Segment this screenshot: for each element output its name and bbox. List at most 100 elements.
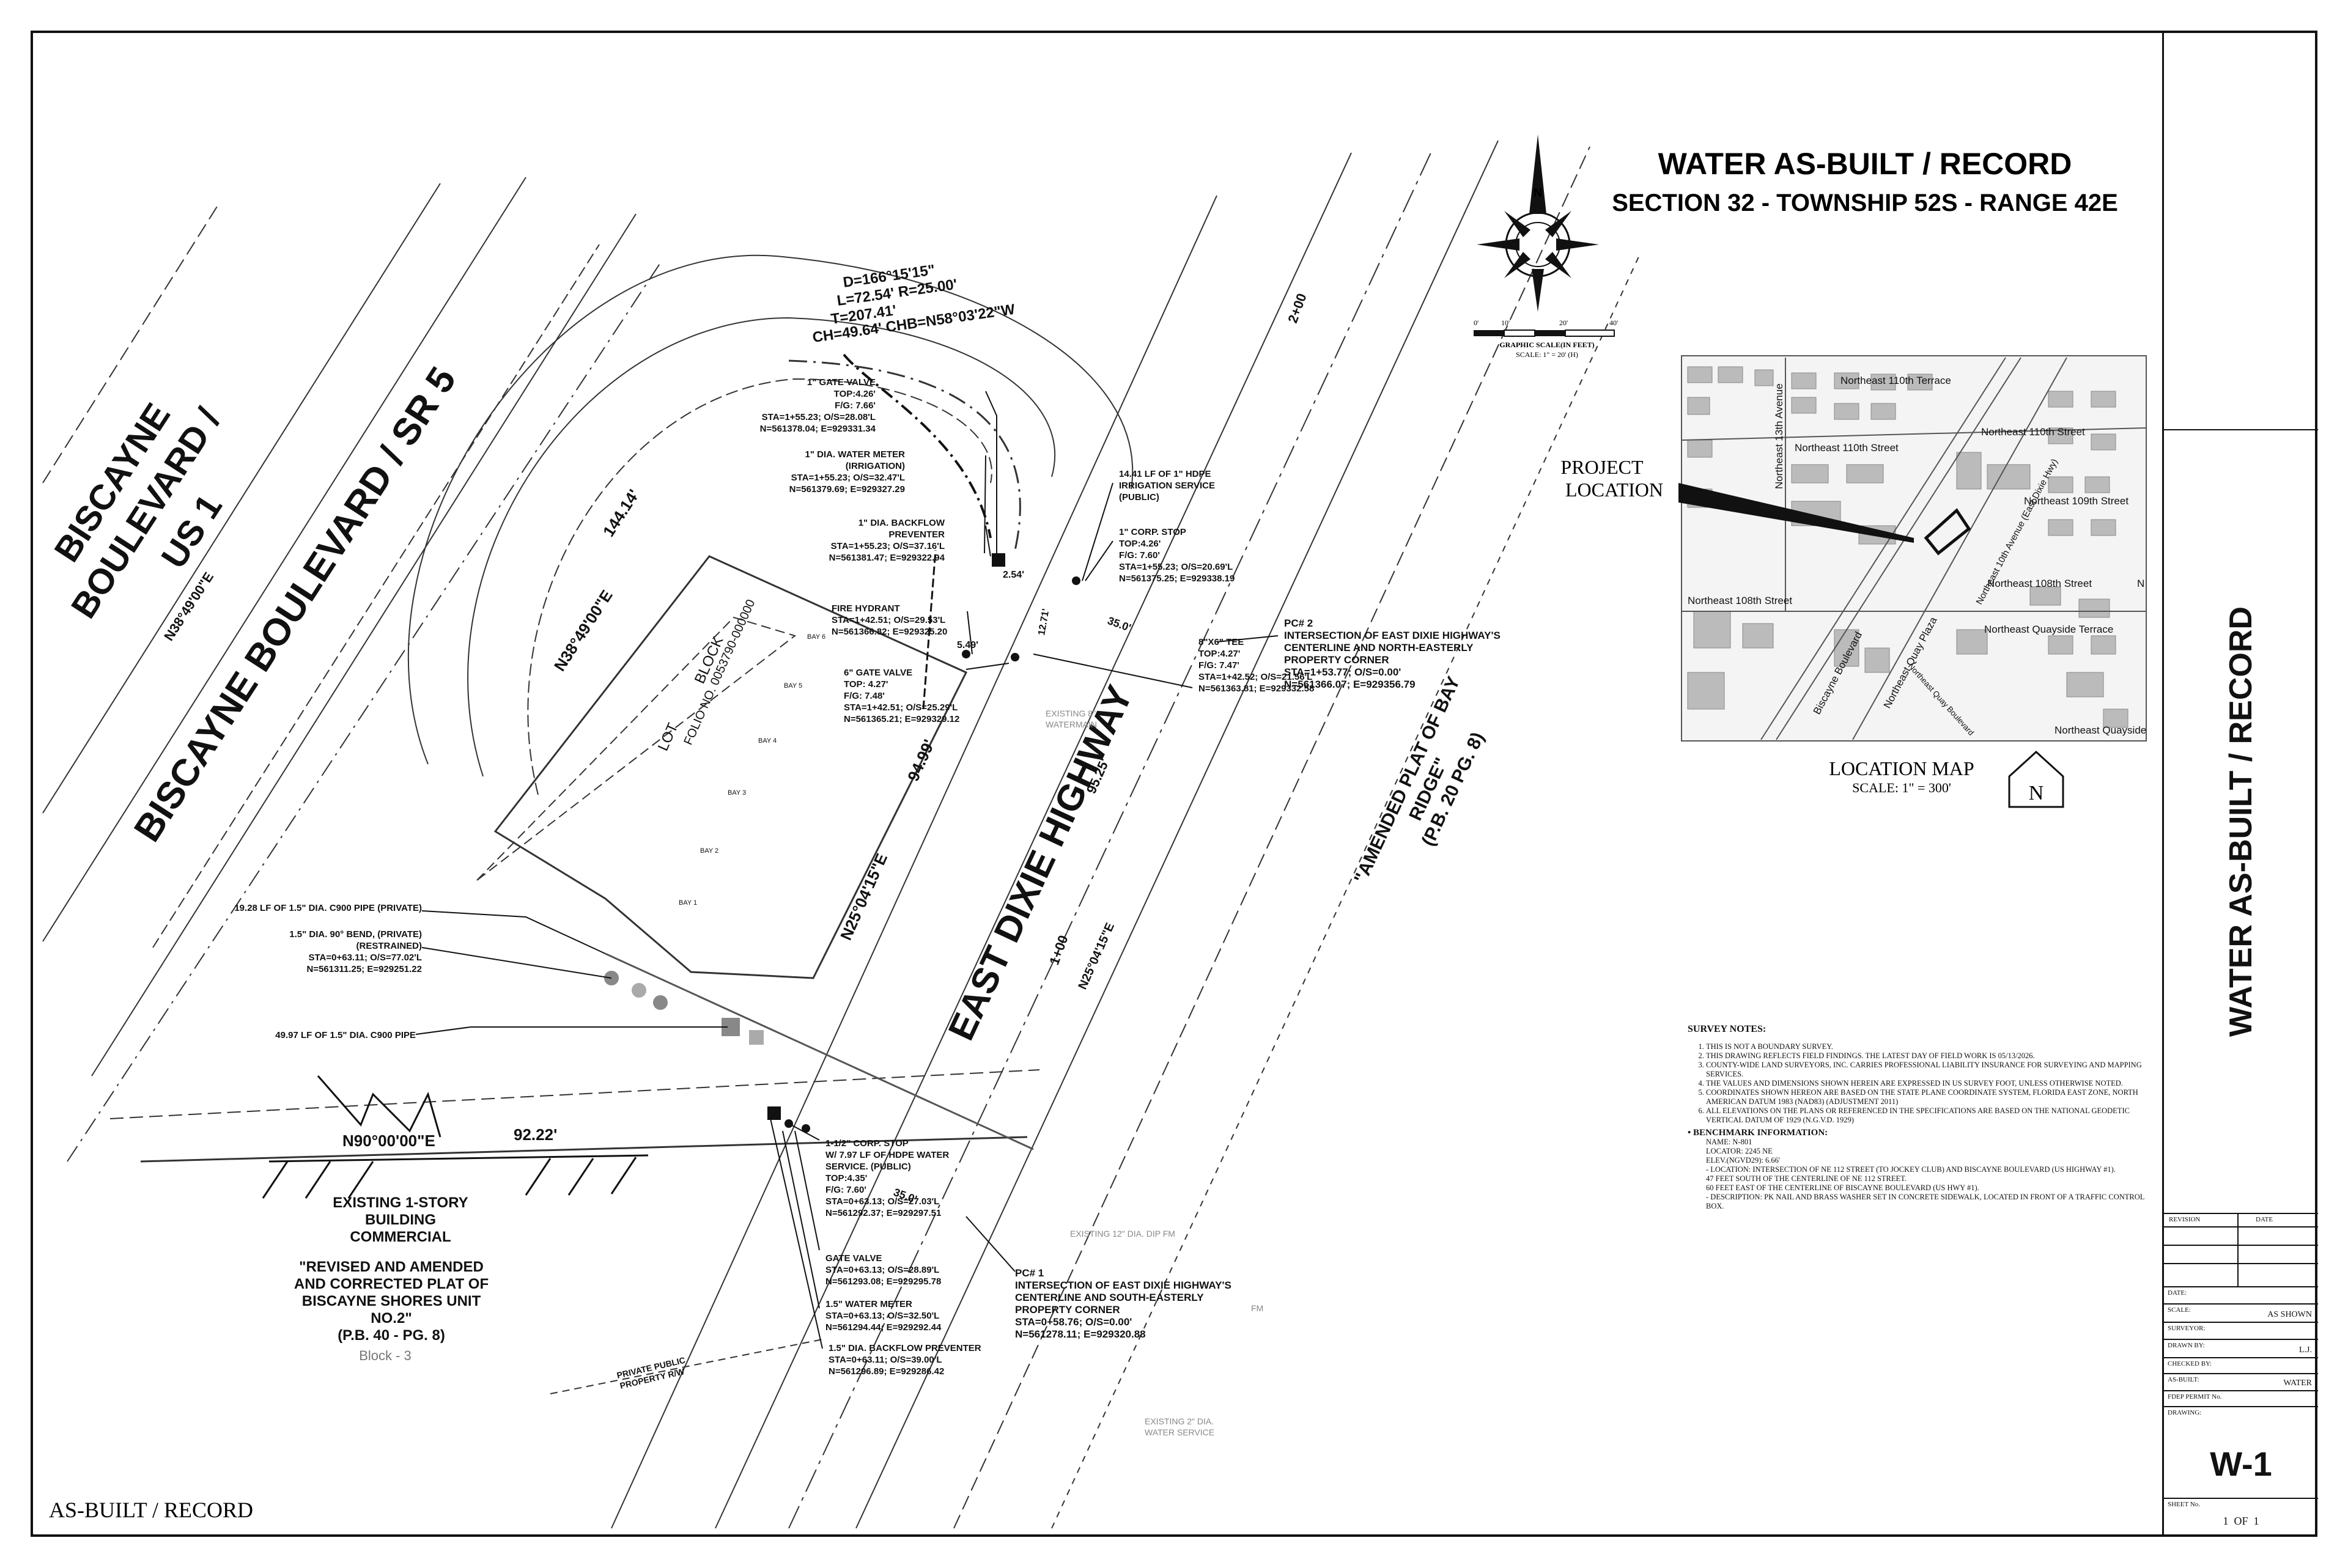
callout-line: STA=1+55.23; O/S=20.69'L bbox=[1119, 562, 1233, 572]
callout-line: 1.5" DIA. 90° BEND, (PRIVATE) bbox=[289, 929, 422, 940]
callout-line: TOP:4.35' bbox=[825, 1173, 867, 1183]
callout-line: STA=0+58.76; O/S=0.00' bbox=[1015, 1316, 1132, 1328]
callout-backflow15: 1.5" DIA. BACKFLOW PREVENTER STA=0+63.11;… bbox=[829, 1343, 981, 1377]
callout-line: STA=1+53.77; O/S=0.00' bbox=[1284, 666, 1401, 678]
dist-144: 144.14' bbox=[599, 486, 643, 540]
revision-header: REVISION DATE bbox=[2164, 1213, 2318, 1287]
callout-line: 14.41 LF OF 1" HDPE bbox=[1119, 469, 1211, 479]
svg-text:NO.2": NO.2" bbox=[371, 1310, 412, 1327]
station-2-00: 2+00 bbox=[1285, 292, 1309, 325]
note-item: COORDINATES SHOWN HEREON ARE BASED ON TH… bbox=[1706, 1088, 2152, 1106]
svg-text:40': 40' bbox=[1609, 318, 1618, 327]
callout-line: F/G: 7.60' bbox=[1119, 550, 1160, 561]
callout-line: N=561292.37; E=929297.51 bbox=[825, 1208, 941, 1218]
callout-line: PROPERTY CORNER bbox=[1015, 1304, 1120, 1316]
callout-line: (PUBLIC) bbox=[1119, 492, 1159, 502]
callout-line: TOP: 4.27' bbox=[844, 679, 888, 690]
callout-line: STA=1+55.23; O/S=28.08'L bbox=[762, 412, 876, 422]
callout-line: N=561278.11; E=929320.88 bbox=[1015, 1328, 1146, 1340]
north-arrow: N bbox=[1477, 134, 1599, 312]
callout-line: TOP:4.26' bbox=[834, 389, 876, 399]
svg-text:BISCAYNE SHORES UNIT: BISCAYNE SHORES UNIT bbox=[302, 1293, 481, 1309]
callout-line: CENTERLINE AND SOUTH-EASTERLY bbox=[1015, 1292, 1204, 1303]
svg-text:Northeast 108th Street: Northeast 108th Street bbox=[1987, 578, 2092, 589]
graphic-scale: 0' 10' 20' 40' GRAPHIC SCALE(IN FEET) SC… bbox=[1474, 318, 1618, 359]
bearing-n38-a: N38°49'00"E bbox=[161, 569, 216, 643]
location-map-title: LOCATION MAP bbox=[1829, 757, 1974, 779]
svg-text:COMMERCIAL: COMMERCIAL bbox=[350, 1229, 451, 1245]
tb-drawn: DRAWN BY:L.J. bbox=[2164, 1339, 2318, 1357]
callout-line: 1.5" DIA. BACKFLOW PREVENTER bbox=[829, 1343, 981, 1353]
tb-surveyor: SURVEYOR: bbox=[2164, 1322, 2318, 1339]
svg-text:BAY 3: BAY 3 bbox=[728, 789, 746, 797]
row-label: PRIVATE PUBLIC PROPERTY R/W bbox=[616, 1355, 686, 1391]
existing-building-label: EXISTING 1-STORY BUILDING COMMERCIAL "RE… bbox=[294, 1194, 489, 1363]
tb-fdep: FDEP PERMIT No. bbox=[2164, 1390, 2318, 1406]
benchmark-title: • BENCHMARK INFORMATION: bbox=[1688, 1128, 1828, 1138]
svg-text:BUILDING: BUILDING bbox=[365, 1212, 436, 1228]
dist-2-54: 2.54' bbox=[1003, 570, 1024, 580]
callout-line: 6" GATE VALVE bbox=[844, 668, 912, 678]
road-names: BISCAYNE BOULEVARD / US 1 BISCAYNE BOULE… bbox=[46, 360, 1140, 1047]
callout-line: TOP:4.27' bbox=[1198, 649, 1240, 659]
callout-line: STA=1+42.51; O/S=25.29'L bbox=[844, 702, 958, 713]
map-north-arrow: N bbox=[2008, 750, 2064, 808]
callout-line: PC# 1 bbox=[1015, 1267, 1044, 1279]
svg-text:EXISTING 1-STORY: EXISTING 1-STORY bbox=[333, 1194, 468, 1211]
bearing-n90: N90°00'00"E bbox=[342, 1132, 435, 1150]
callout-line: N=561294.44; E=929292.44 bbox=[825, 1322, 942, 1333]
svg-text:BAY 1: BAY 1 bbox=[679, 899, 697, 907]
callout-line: 1" GATE VALVE bbox=[807, 377, 876, 388]
location-map: Northeast 110th Terrace Northeast 110th … bbox=[1560, 355, 2147, 808]
bearing-n38-b: N38°49'00"E bbox=[550, 587, 616, 675]
callout-line: F/G: 7.66' bbox=[835, 400, 876, 411]
callout-line: TOP:4.26' bbox=[1119, 539, 1161, 549]
existing-building-hatch bbox=[262, 1075, 649, 1199]
callout-line: 8"X6" TEE bbox=[1198, 637, 1244, 647]
bearing-n25-a: N25°04'15"E bbox=[836, 851, 891, 943]
tb-sheet: SHEET No. 1 OF 1 bbox=[2164, 1498, 2318, 1536]
callout-line: 1-1/2" CORP. STOP bbox=[825, 1138, 909, 1149]
svg-text:GRAPHIC SCALE(IN FEET): GRAPHIC SCALE(IN FEET) bbox=[1499, 340, 1594, 349]
callout-line: N=561366.82; E=929325.20 bbox=[832, 627, 947, 637]
dist-5-49: 5.49' bbox=[957, 640, 978, 650]
callout-line: SERVICE. (PUBLIC) bbox=[825, 1161, 911, 1172]
survey-notes-title: SURVEY NOTES: bbox=[1688, 1024, 1767, 1034]
callout-line: 1.5" WATER METER bbox=[825, 1299, 912, 1309]
callout-line: N=561311.25; E=929251.22 bbox=[306, 964, 422, 974]
tb-scale: SCALE:AS SHOWN bbox=[2164, 1303, 2318, 1322]
callout-line: N=561366.07; E=929356.79 bbox=[1284, 679, 1416, 690]
callout-line: STA=1+42.52; O/S=21.56'L bbox=[1198, 672, 1312, 682]
callout-line: 49.97 LF OF 1.5" DIA. C900 PIPE bbox=[275, 1030, 416, 1040]
svg-text:Northeast 13th Avenue: Northeast 13th Avenue bbox=[1773, 383, 1785, 489]
callout-line: F/G: 7.48' bbox=[844, 691, 885, 701]
svg-text:BAY 6: BAY 6 bbox=[807, 633, 825, 641]
callout-line: GATE VALVE bbox=[825, 1253, 882, 1264]
lot-labels: LOT BLOCK FOLIO NO. 0053790-000000 BAY 6… bbox=[655, 597, 825, 907]
callout-line: N=561293.08; E=929295.78 bbox=[825, 1276, 941, 1287]
bearing-n25-b: N25°04'15"E bbox=[1076, 921, 1117, 992]
callout-line: STA=0+63.11; O/S=39.00'L bbox=[829, 1355, 942, 1365]
callout-line: STA=1+55.23; O/S=32.47'L bbox=[791, 473, 905, 483]
callout-line: STA=1+42.51; O/S=29.53'L bbox=[832, 615, 945, 625]
callout-line: STA=1+55.23; O/S=37.16'L bbox=[831, 541, 945, 551]
svg-text:N: N bbox=[2137, 578, 2144, 589]
svg-text:Block - 3: Block - 3 bbox=[359, 1348, 412, 1363]
svg-text:Northeast 108th Street: Northeast 108th Street bbox=[1688, 595, 1792, 606]
svg-text:WATERMAIN: WATERMAIN bbox=[1046, 720, 1097, 729]
project-location-pointer bbox=[1678, 483, 1914, 543]
callout-line: PROPERTY CORNER bbox=[1284, 654, 1389, 666]
leader-lines bbox=[415, 391, 1279, 1349]
svg-text:Northeast 110th Street: Northeast 110th Street bbox=[1795, 442, 1899, 454]
